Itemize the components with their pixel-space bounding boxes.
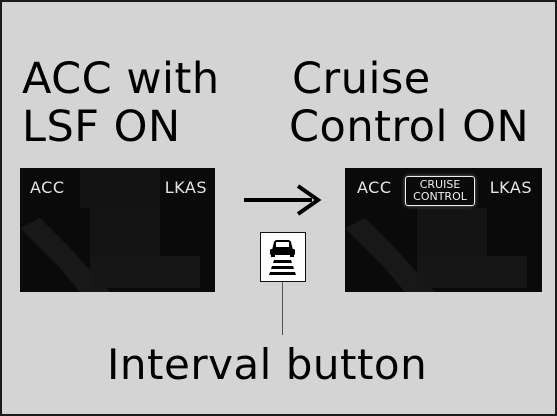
cruise-control-badge: CRUISE CONTROL: [405, 176, 475, 206]
display-screen-after: ACC CRUISE CONTROL LKAS: [345, 168, 542, 292]
cruise-badge-line1: CRUISE: [419, 178, 461, 191]
road-silhouette: [20, 168, 200, 292]
acc-indicator: ACC: [357, 178, 392, 197]
road-silhouette: [345, 208, 527, 292]
arrow-right-icon: [244, 184, 322, 216]
lkas-indicator: LKAS: [164, 178, 207, 197]
interval-button-icon[interactable]: [260, 232, 306, 282]
before-heading-line1: ACC with: [22, 54, 220, 104]
after-heading-line1: Cruise: [292, 54, 431, 104]
before-heading-line2: LSF ON: [22, 102, 181, 152]
display-screen-before: ACC LKAS: [20, 168, 215, 292]
lkas-indicator: LKAS: [489, 178, 532, 197]
cruise-badge-line2: CONTROL: [413, 190, 467, 203]
interval-button-caption: Interval button: [107, 340, 428, 389]
acc-indicator: ACC: [30, 178, 65, 197]
leader-line: [282, 282, 283, 335]
car-distance-icon: [269, 240, 296, 275]
after-heading-line2: Control ON: [289, 102, 530, 152]
